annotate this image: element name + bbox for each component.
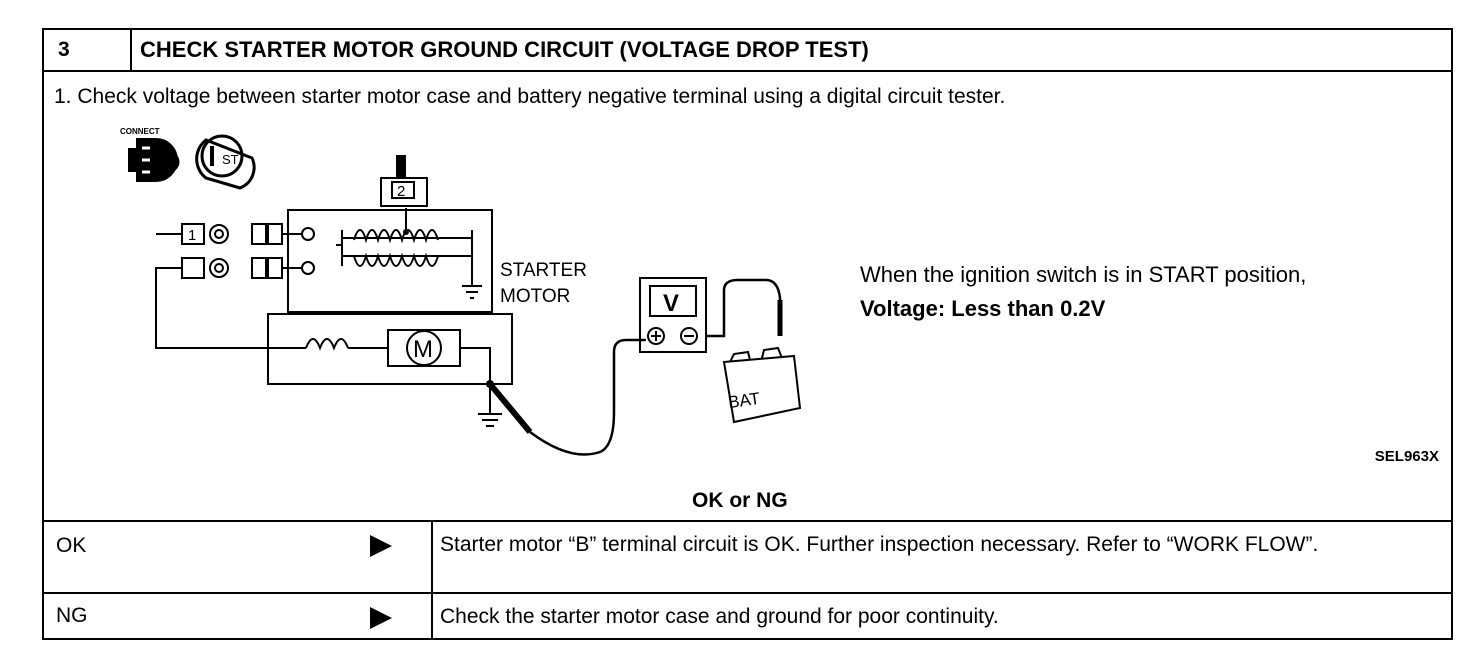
result-ok-label: OK bbox=[56, 534, 87, 557]
arrow-right-icon bbox=[370, 607, 392, 629]
results-divider bbox=[431, 520, 433, 640]
step-title: CHECK STARTER MOTOR GROUND CIRCUIT (VOLT… bbox=[140, 37, 869, 62]
terminal-2-label: 2 bbox=[397, 183, 405, 200]
procedure-table: 3 CHECK STARTER MOTOR GROUND CIRCUIT (VO… bbox=[42, 28, 1453, 640]
spec-value: Voltage: Less than 0.2V bbox=[860, 296, 1106, 321]
result-ng-action: Check the starter motor case and ground … bbox=[440, 605, 999, 628]
header-rule bbox=[44, 70, 1451, 72]
wiring-diagram: CONNECT ST 2 1 bbox=[120, 127, 802, 456]
motor-symbol: M bbox=[413, 336, 433, 363]
results-top-rule bbox=[44, 520, 1451, 522]
meter-symbol: V bbox=[663, 290, 679, 317]
connect-icon-label: CONNECT bbox=[120, 127, 160, 136]
figure-code: SEL963X bbox=[1374, 448, 1439, 465]
connector-icon: CONNECT bbox=[120, 127, 180, 182]
spec-condition: When the ignition switch is in START pos… bbox=[860, 262, 1307, 287]
results-mid-rule bbox=[44, 592, 1451, 594]
terminal-1-label: 1 bbox=[188, 227, 196, 244]
step-number: 3 bbox=[58, 38, 70, 61]
instruction-text: 1. Check voltage between starter motor c… bbox=[54, 85, 1006, 108]
ignition-key-icon: ST bbox=[195, 134, 256, 190]
result-ng-label: NG bbox=[56, 604, 88, 627]
battery-label: BAT bbox=[727, 389, 761, 412]
starter-label-line2: MOTOR bbox=[500, 286, 570, 307]
result-ok-action: Starter motor “B” terminal circuit is OK… bbox=[440, 533, 1319, 556]
arrow-right-icon bbox=[370, 535, 392, 557]
starter-label-line1: STARTER bbox=[500, 260, 587, 281]
ok-or-ng-prompt: OK or NG bbox=[692, 489, 788, 512]
header-divider bbox=[130, 30, 132, 70]
ignition-st-label: ST bbox=[222, 152, 239, 167]
